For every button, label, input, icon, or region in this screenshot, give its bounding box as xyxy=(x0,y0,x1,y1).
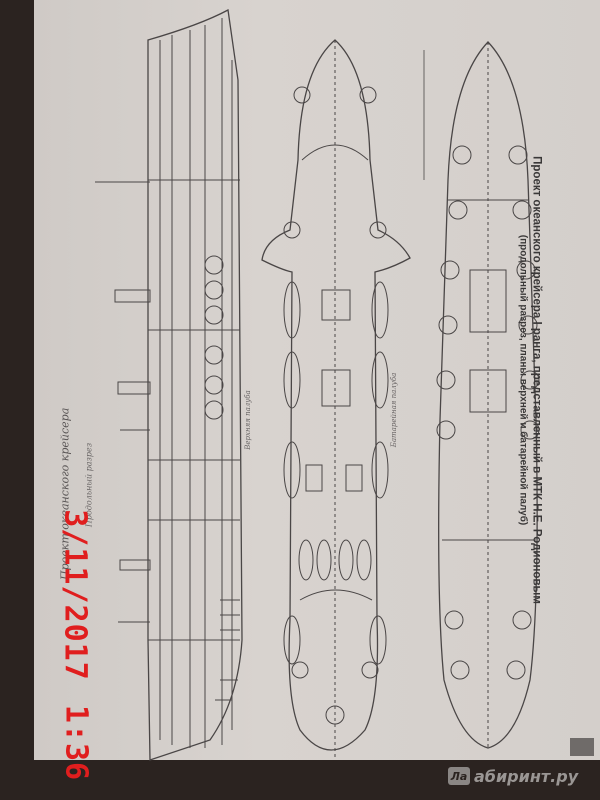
caption-line-1: Проект океанского крейсера I ранга, пред… xyxy=(530,156,543,604)
camera-time-text: 1:36 xyxy=(58,704,94,782)
longitudinal-section xyxy=(95,8,243,761)
page-corner-tab xyxy=(570,738,594,756)
watermark-text: абиринт.ру xyxy=(474,766,579,786)
watermark: Ла абиринт.ру xyxy=(448,762,578,790)
upper-deck-plan xyxy=(261,39,411,760)
battery-deck-plan xyxy=(423,41,540,749)
figure-caption: Проект океанского крейсера I ранга, пред… xyxy=(470,120,590,640)
deck-label-battery: Батарейная палуба xyxy=(386,370,402,450)
camera-date-stamp: 3/11/2017 xyxy=(40,509,110,681)
deck-label-upper: Верхняя палуба xyxy=(240,380,256,460)
boiler-row xyxy=(204,255,224,420)
watermark-logo-icon: Ла xyxy=(448,767,470,785)
camera-date-text: 3/11/2017 xyxy=(57,509,93,681)
deck-label-upper-text: Верхняя палуба xyxy=(244,390,252,450)
deck-label-battery-text: Батарейная палуба xyxy=(390,372,398,448)
battery-guns xyxy=(436,145,540,680)
caption-line-2: (продольный разрез, планы верхней и бата… xyxy=(517,234,529,526)
camera-time-stamp: 1:36 xyxy=(46,704,106,782)
